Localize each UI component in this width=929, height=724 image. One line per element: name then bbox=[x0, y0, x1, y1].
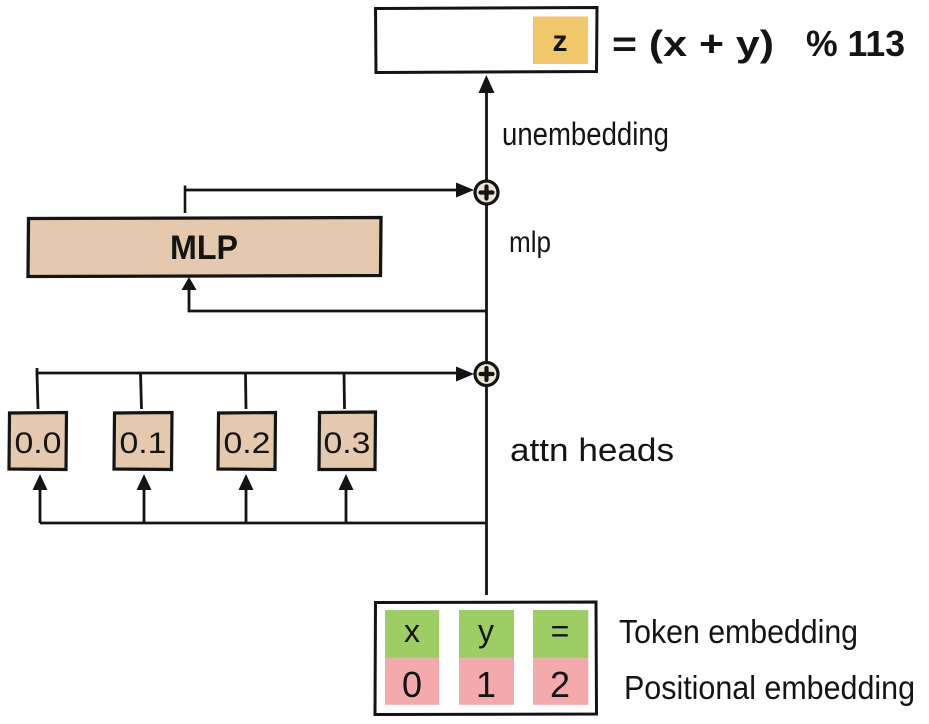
svg-text:attn heads: attn heads bbox=[510, 432, 674, 468]
svg-text:0.2: 0.2 bbox=[224, 427, 271, 460]
svg-text:MLP: MLP bbox=[170, 229, 238, 267]
svg-text:0: 0 bbox=[402, 664, 422, 705]
svg-text:2: 2 bbox=[550, 664, 570, 705]
svg-text:z: z bbox=[553, 25, 568, 58]
svg-text:0.1: 0.1 bbox=[120, 427, 167, 460]
svg-text:0.0: 0.0 bbox=[15, 427, 62, 460]
svg-text:mlp: mlp bbox=[509, 226, 551, 259]
svg-text:Positional embedding: Positional embedding bbox=[624, 669, 915, 706]
svg-text:1: 1 bbox=[476, 664, 496, 705]
svg-text:Token embedding: Token embedding bbox=[619, 613, 858, 650]
svg-text:=: = bbox=[551, 613, 570, 649]
svg-text:= (x + y): = (x + y) bbox=[612, 23, 774, 64]
svg-text:0.3: 0.3 bbox=[324, 427, 371, 460]
svg-text:unembedding: unembedding bbox=[502, 116, 669, 152]
svg-text:y: y bbox=[478, 613, 494, 649]
svg-text:% 113: % 113 bbox=[806, 23, 905, 64]
svg-text:x: x bbox=[404, 613, 420, 649]
